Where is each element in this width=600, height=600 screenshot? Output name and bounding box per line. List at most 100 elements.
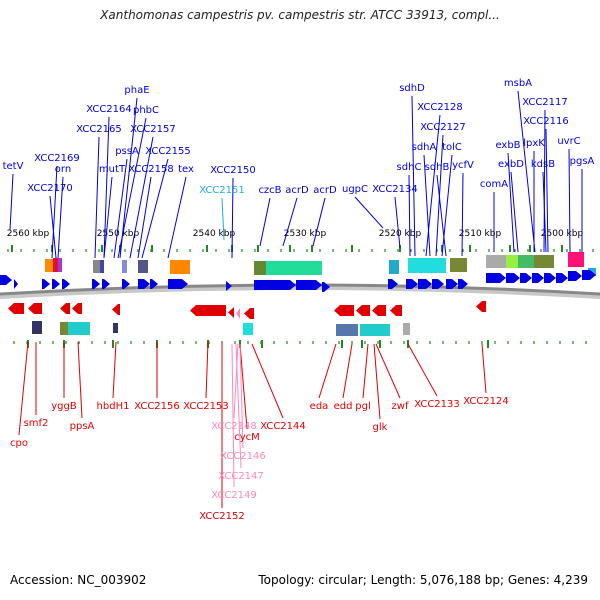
feature-block [254, 261, 266, 275]
gene-label: cpo [10, 438, 28, 449]
gene-label: XCC2156 [134, 401, 180, 412]
leader-line [167, 176, 187, 259]
scale-label: 2510 kbp [459, 229, 502, 239]
forward-gene-arrow [544, 273, 556, 283]
feature-block [486, 255, 506, 268]
feature-block [93, 260, 100, 273]
feature-block [266, 261, 322, 275]
leader-line [112, 341, 117, 399]
reverse-gene-arrow [476, 301, 486, 312]
leader-line [141, 158, 169, 259]
forward-gene-arrow [92, 279, 100, 289]
feature-block [138, 260, 148, 273]
forward-gene-arrow [138, 279, 150, 289]
gene-label: msbA [504, 78, 532, 89]
forward-gene-arrow [42, 279, 50, 289]
gene-arrow-layer [0, 270, 596, 319]
leader-line [362, 343, 369, 399]
forward-gene-arrow [406, 279, 418, 289]
feature-block [403, 323, 410, 335]
forward-gene-arrow [532, 273, 544, 283]
gene-label: uvrC [557, 136, 580, 147]
gene-label: smf2 [24, 418, 49, 429]
gene-label: phaE [124, 85, 149, 96]
leader-line [235, 343, 242, 469]
feature-block [58, 258, 62, 272]
gene-label: ycfV [452, 160, 474, 171]
reverse-gene-arrow [228, 307, 234, 318]
feature-block [568, 252, 584, 267]
gene-label: tetV [3, 161, 24, 172]
feature-block [450, 258, 467, 272]
gene-label: orn [55, 164, 71, 175]
leader-line [221, 197, 225, 241]
forward-gene-arrow [582, 270, 596, 280]
leader-line [9, 173, 14, 231]
feature-block [389, 260, 399, 274]
scale-label: 2550 kbp [97, 229, 140, 239]
gene-label: ugpC [342, 184, 368, 195]
forward-gene-arrow [14, 279, 18, 289]
gene-label: exbB [495, 140, 520, 151]
forward-gene-arrow [388, 279, 398, 289]
feature-block [534, 255, 554, 268]
label-line-layer [9, 90, 583, 508]
forward-gene-arrow [62, 279, 70, 289]
leader-line [568, 148, 571, 253]
leader-line [103, 176, 113, 259]
scale-label: 2500 kbp [541, 229, 584, 239]
gene-label: pgl [355, 401, 370, 412]
feature-block [518, 255, 534, 268]
gene-label: XCC2150 [210, 165, 256, 176]
leader-line [411, 95, 416, 257]
gene-label: sdhA [412, 142, 437, 153]
feature-block [60, 322, 68, 335]
feature-block [243, 323, 253, 335]
reverse-gene-arrow [334, 305, 354, 316]
gene-label: pssA [115, 146, 139, 157]
gene-label: sdhC [397, 162, 422, 173]
gene-label: glk [373, 422, 388, 433]
leader-line [18, 341, 29, 436]
feature-block [53, 258, 58, 272]
leader-line [542, 171, 547, 253]
gene-label: XCC2165 [76, 124, 122, 135]
leader-line [354, 196, 384, 229]
reverse-gene-arrow [244, 308, 254, 319]
leader-line [117, 117, 147, 259]
leader-line [49, 195, 57, 259]
gene-label: yggB [51, 401, 77, 412]
leader-line [251, 343, 284, 419]
reverse-gene-arrow [60, 303, 70, 314]
gene-label: XCC2116 [523, 116, 569, 127]
feature-block [32, 321, 42, 334]
reverse-gene-arrow [356, 305, 370, 316]
leader-line [239, 343, 248, 430]
gene-label: sdhB [425, 162, 450, 173]
forward-gene-arrow [432, 279, 444, 289]
gene-label: XCC2158 [128, 164, 174, 175]
gene-label: tex [178, 164, 194, 175]
leader-line [231, 343, 235, 488]
reverse-gene-arrow [8, 303, 24, 314]
leader-line [233, 343, 239, 419]
scale-label: 2530 kbp [284, 229, 327, 239]
leader-line [259, 197, 271, 247]
gene-label: XCC2164 [86, 104, 132, 115]
gene-label: tolC [442, 142, 462, 153]
genome-stats: Topology: circular; Length: 5,076,188 bp… [258, 573, 588, 587]
forward-gene-arrow [486, 273, 506, 283]
gene-label: XCC2151 [199, 185, 245, 196]
reverse-gene-arrow [28, 303, 42, 314]
reverse-gene-arrow [372, 305, 386, 316]
forward-gene-arrow [568, 271, 582, 281]
leader-line [517, 90, 536, 253]
leader-line [545, 128, 549, 253]
leader-line [51, 165, 58, 259]
gene-label: pgsA [570, 156, 595, 167]
leader-line [57, 176, 64, 259]
reverse-gene-arrow [236, 308, 240, 319]
feature-block [170, 260, 190, 274]
leader-line [129, 136, 154, 259]
